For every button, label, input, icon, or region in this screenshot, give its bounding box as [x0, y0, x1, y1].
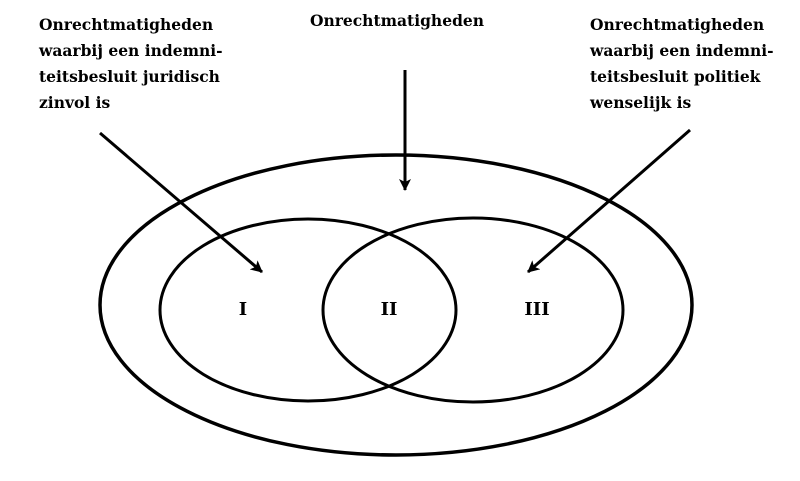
label-onrechtmatigheden: Onrechtmatigheden [0, 8, 797, 34]
region-one-label: I [239, 299, 247, 320]
label-line: teitsbesluit juridisch [39, 67, 220, 86]
label-line: teitsbesluit politiek [590, 67, 761, 86]
arrow-right [527, 128, 691, 274]
left-ellipse [158, 217, 458, 403]
label-politiek-wenselijk: Onrechtmatigheden waarbij een indemni- t… [590, 12, 774, 116]
right-ellipse [321, 216, 625, 404]
label-line: wenselijk is [590, 93, 692, 112]
label-line: waarbij een indemni- [590, 41, 774, 60]
region-two-label: II [381, 299, 398, 320]
label-line: waarbij een indemni- [39, 41, 223, 60]
region-three-label: III [524, 299, 549, 320]
arrow-left [99, 131, 263, 274]
label-line: Onrechtmatigheden [309, 11, 485, 30]
label-line: Onrechtmatigheden [39, 15, 214, 34]
label-juridisch-zinvol: Onrechtmatigheden waarbij een indemni- t… [39, 12, 223, 116]
label-line: zinvol is [39, 93, 111, 112]
outer-ellipse [98, 153, 694, 457]
label-line: Onrechtmatigheden [590, 15, 765, 34]
